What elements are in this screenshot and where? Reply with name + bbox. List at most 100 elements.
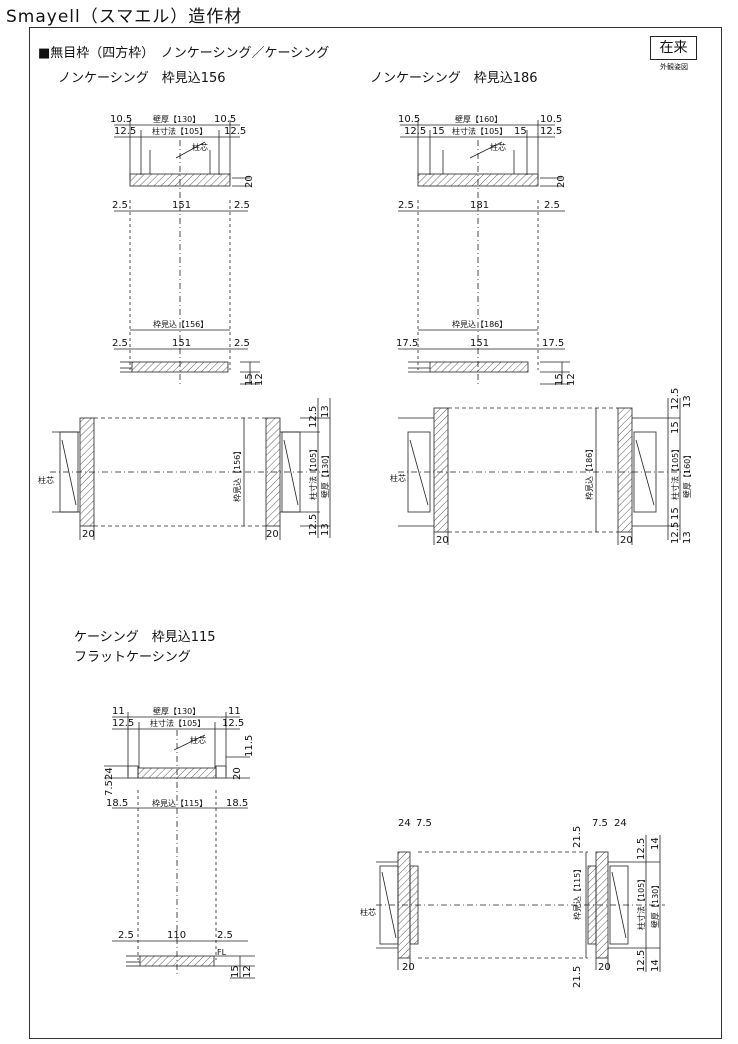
dim-a-12: 12 bbox=[254, 373, 265, 386]
dim-e-12: 12 bbox=[242, 965, 253, 978]
dim-a-right: 10.5 bbox=[214, 114, 236, 125]
plan-d-186 bbox=[398, 398, 690, 545]
dim-b-15: 15 bbox=[554, 373, 565, 386]
dim-a-w: 151 bbox=[172, 200, 191, 211]
dim-b-depth: 枠見込【186】 bbox=[452, 319, 507, 329]
dim-b-right2: 12.5 bbox=[540, 126, 562, 137]
dim-e-right2: 12.5 bbox=[222, 718, 244, 729]
dim-c-pillar: 柱寸法【105】 bbox=[308, 445, 318, 500]
dim-a-w2: 151 bbox=[172, 338, 191, 349]
dim-e-depth: 枠見込【115】 bbox=[152, 798, 207, 808]
dim-f-b1: 20 bbox=[402, 962, 415, 973]
dim-f-core: 柱芯 bbox=[360, 907, 376, 917]
dim-f-v2: 12.5 bbox=[636, 838, 647, 860]
dim-e-r2: 20 bbox=[232, 767, 243, 780]
dim-b-left2: 12.5 bbox=[404, 126, 426, 137]
category-badge: 在来 bbox=[650, 36, 697, 60]
dim-e-wall: 壁厚【130】 bbox=[153, 706, 200, 716]
plan-f-casing bbox=[376, 835, 665, 972]
dim-e-fl: FL bbox=[217, 948, 227, 957]
dim-e-l1: 24 bbox=[104, 767, 115, 780]
dim-b-w2: 151 bbox=[470, 338, 489, 349]
dim-b-w: 181 bbox=[470, 200, 489, 211]
dim-a-right2: 12.5 bbox=[224, 126, 246, 137]
dim-d-v6: 13 bbox=[682, 531, 693, 544]
dim-b-e: 2.5 bbox=[398, 200, 414, 211]
dim-f-t2: 7.5 bbox=[416, 818, 432, 829]
dim-d-wall: 壁厚【160】 bbox=[682, 451, 692, 498]
dim-e-right: 11 bbox=[228, 706, 241, 717]
dim-a-h: 2.5 bbox=[234, 338, 250, 349]
dim-e-r1: 11.5 bbox=[244, 735, 255, 757]
dim-c-v1: 12.5 bbox=[308, 406, 319, 428]
note-label: 外観姿図 bbox=[660, 63, 688, 71]
dim-b-h: 17.5 bbox=[542, 338, 564, 349]
dim-e-g: 2.5 bbox=[118, 930, 134, 941]
dim-e-l2: 7.5 bbox=[104, 780, 115, 796]
dim-c-v2: 13 bbox=[320, 405, 331, 418]
dim-b-g: 17.5 bbox=[396, 338, 418, 349]
dim-d-depth: 枠見込【186】 bbox=[584, 445, 594, 500]
caption-noncasing-156: ノンケーシング 枠見込156 bbox=[58, 71, 226, 86]
dim-e-h: 2.5 bbox=[217, 930, 233, 941]
dim-d-pillar: 柱寸法【105】 bbox=[670, 445, 680, 500]
dim-b-pillar: 柱寸法【105】 bbox=[452, 126, 507, 136]
dim-a-g: 2.5 bbox=[112, 338, 128, 349]
dim-f-v4: 21.5 bbox=[572, 966, 583, 988]
dim-a-wall: 壁厚【130】 bbox=[153, 114, 200, 124]
dim-b-left: 10.5 bbox=[398, 114, 420, 125]
dim-d-v5: 12.5 bbox=[670, 522, 681, 544]
dim-a-e: 2.5 bbox=[112, 200, 128, 211]
dim-e-left2: 12.5 bbox=[112, 718, 134, 729]
dim-c-b1: 20 bbox=[82, 529, 95, 540]
dim-e-w: 110 bbox=[167, 930, 186, 941]
dim-a-pillar: 柱寸法【105】 bbox=[152, 126, 207, 136]
dim-f-t3: 7.5 bbox=[592, 818, 608, 829]
dim-e-core: 柱芯 bbox=[190, 735, 206, 745]
dim-b-wall: 壁厚【160】 bbox=[455, 114, 502, 124]
dim-a-core: 柱芯 bbox=[192, 142, 208, 152]
dim-c-depth: 枠見込【156】 bbox=[232, 447, 242, 502]
section-a-156 bbox=[114, 120, 260, 385]
dim-a-depth: 枠見込【156】 bbox=[153, 319, 208, 329]
dim-c-wall: 壁厚【130】 bbox=[320, 451, 330, 498]
dim-e-e: 18.5 bbox=[106, 798, 128, 809]
dim-f-v6: 14 bbox=[650, 959, 661, 972]
dim-c-v4: 13 bbox=[320, 523, 331, 536]
dim-b-20: 20 bbox=[556, 175, 567, 188]
dim-d-v2: 13 bbox=[682, 395, 693, 408]
dim-f-v3: 14 bbox=[650, 837, 661, 850]
dim-a-15: 15 bbox=[244, 373, 255, 386]
dim-f-v1: 21.5 bbox=[572, 826, 583, 848]
dim-b-15b: 15 bbox=[514, 126, 527, 137]
plan-c-156 bbox=[50, 398, 331, 540]
dim-e-left: 11 bbox=[112, 706, 125, 717]
dim-d-v1: 12.5 bbox=[670, 388, 681, 410]
dim-c-v3: 12.5 bbox=[308, 514, 319, 536]
dim-f-t4: 24 bbox=[614, 818, 627, 829]
section-b-186 bbox=[398, 120, 570, 385]
dim-e-pillar: 柱寸法【105】 bbox=[150, 718, 205, 728]
dim-f-t1: 24 bbox=[398, 818, 411, 829]
dim-b-12: 12 bbox=[566, 373, 577, 386]
dim-f-b2: 20 bbox=[598, 962, 611, 973]
caption-flat-casing: フラットケーシング bbox=[74, 650, 191, 665]
section-e-casing bbox=[104, 712, 255, 979]
page-title: Smayell（スマエル）造作材 bbox=[6, 7, 243, 27]
dim-e-15: 15 bbox=[230, 965, 241, 978]
dim-a-left2: 12.5 bbox=[114, 126, 136, 137]
dim-c-core: 柱芯 bbox=[38, 475, 54, 485]
dim-f-depth: 枠見込【115】 bbox=[572, 865, 582, 920]
dim-f-pillar: 柱寸法【105】 bbox=[636, 875, 646, 930]
dim-b-right: 10.5 bbox=[540, 114, 562, 125]
dim-c-b2: 20 bbox=[266, 529, 279, 540]
section-heading: ■無目枠（四方枠） ノンケーシング／ケーシング bbox=[38, 46, 330, 61]
dim-d-b2: 20 bbox=[620, 535, 633, 546]
dim-a-f: 2.5 bbox=[234, 200, 250, 211]
dim-a-left: 10.5 bbox=[110, 114, 132, 125]
dim-b-15a: 15 bbox=[432, 126, 445, 137]
dim-e-f: 18.5 bbox=[226, 798, 248, 809]
dim-b-f: 2.5 bbox=[544, 200, 560, 211]
drawing-frame bbox=[29, 27, 722, 1039]
